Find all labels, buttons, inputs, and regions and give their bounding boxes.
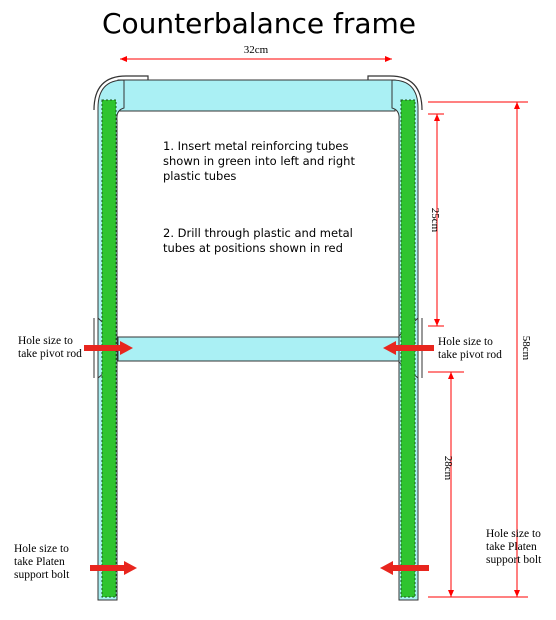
arrow-head — [380, 561, 393, 575]
hole-label-pivot-left: Hole size to take pivot rod — [18, 335, 82, 360]
label-line: support bolt — [14, 569, 70, 581]
label-line: take pivot rod — [438, 349, 502, 361]
dimension-upper-height: 25cm — [428, 113, 444, 327]
instruction-2-line-1: 2. Drill through plastic and metal — [163, 226, 353, 240]
diagram-title: Counterbalance frame — [102, 7, 416, 40]
arrow-head — [120, 341, 133, 355]
instruction-1-line-1: 1. Insert metal reinforcing tubes — [163, 139, 348, 153]
arrowhead-down — [448, 590, 454, 597]
hole-label-pivot-right: Hole size to take pivot rod — [438, 336, 502, 361]
label-line: Hole size to — [486, 528, 541, 540]
dimension-total-height: 58cm — [428, 101, 532, 598]
hole-label-platen-left: Hole size to take Platen support bolt — [14, 543, 70, 581]
dimension-lower-height: 28cm — [428, 371, 464, 597]
middle-crossbar — [117, 336, 400, 362]
arrowhead-up — [514, 102, 520, 109]
dimension-label-32cm: 32cm — [244, 44, 269, 56]
instruction-1-line-2: shown in green into left and right — [163, 154, 355, 168]
instruction-1-line-3: plastic tubes — [163, 169, 236, 183]
label-line: take Platen — [486, 541, 537, 553]
label-line: Hole size to — [18, 335, 73, 347]
right-corner-joint — [367, 75, 423, 111]
dimension-label-28cm: 28cm — [442, 456, 454, 481]
arrow-shaft — [393, 565, 429, 571]
arrow-shaft — [90, 565, 124, 571]
arrowhead-right — [385, 56, 392, 62]
arrow-head — [124, 561, 137, 575]
platen-hole-right-arrow — [380, 561, 429, 575]
arrow-shaft — [84, 345, 120, 351]
pivot-hole-left-arrow — [84, 341, 133, 355]
arrowhead-up — [434, 114, 440, 121]
drill-markers — [84, 341, 434, 575]
arrowhead-down — [514, 590, 520, 597]
arrow-head — [383, 341, 396, 355]
label-line: take Platen — [14, 556, 65, 568]
instruction-2-line-2: tubes at positions shown in red — [163, 241, 343, 255]
dimension-top-width: 32cm — [120, 44, 392, 62]
label-line: take pivot rod — [18, 348, 82, 360]
arrowhead-down — [434, 319, 440, 326]
instructions: 1. Insert metal reinforcing tubes shown … — [163, 139, 355, 255]
pivot-hole-right-arrow — [383, 341, 434, 355]
hole-label-platen-right: Hole size to take Platen support bolt — [486, 528, 542, 566]
dimension-label-25cm: 25cm — [429, 208, 441, 233]
platen-hole-left-arrow — [90, 561, 137, 575]
label-line: Hole size to — [14, 543, 69, 555]
arrow-shaft — [396, 345, 434, 351]
left-corner-joint — [93, 75, 149, 111]
label-line: support bolt — [486, 554, 542, 566]
arrowhead-left — [120, 56, 127, 62]
top-crossbar — [117, 79, 396, 112]
dimension-label-58cm: 58cm — [520, 336, 532, 361]
label-line: Hole size to — [438, 336, 493, 348]
arrowhead-up — [448, 372, 454, 379]
